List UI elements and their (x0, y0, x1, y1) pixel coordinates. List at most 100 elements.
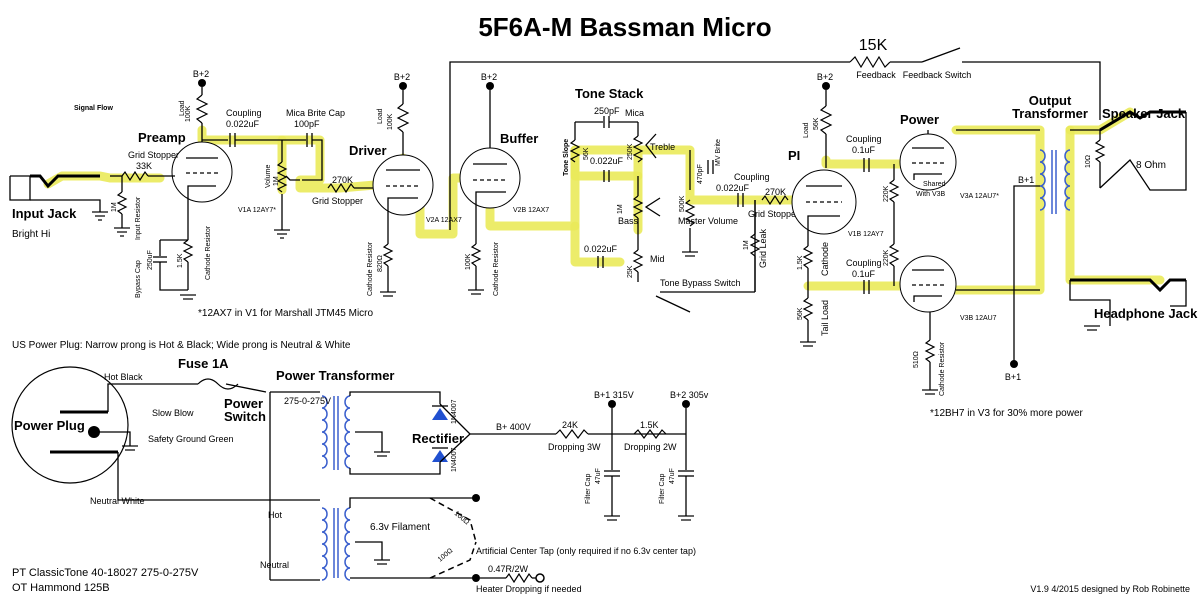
speaker-ohm-label: 8 Ohm (1136, 160, 1166, 171)
speaker-load-value: 10Ω (1085, 155, 1092, 168)
dropping-2-value: 1.5K (640, 420, 659, 430)
preamp-load-label: Load (179, 100, 186, 116)
treble-pot-value: 250K (627, 143, 634, 160)
shared-label-2: With V3B (916, 191, 946, 198)
bass-pot-value: 1M (617, 204, 624, 214)
input-jack-label: Input Jack (12, 206, 77, 221)
center-tap-note: Artificial Center Tap (only required if … (476, 546, 696, 556)
preamp-tube (171, 141, 233, 203)
power-grid-bot-resistor (888, 243, 900, 267)
power-coupling-top-label: Coupling (846, 134, 882, 144)
mv-brite-value: 470pF (697, 164, 704, 184)
heater-dropping-note: Heater Dropping if needed (476, 584, 582, 594)
grid-leak-label: Grid Leak (758, 228, 768, 268)
dropping-resistor-2 (633, 429, 667, 439)
pi-bplus-label: B+2 (817, 72, 833, 82)
diode-bottom-label: 1N4007 (451, 447, 458, 472)
mica-brite-label: Mica Brite Cap (286, 108, 345, 118)
feedback-switch (921, 47, 961, 63)
bplus1-bottom-label: B+1 (1005, 372, 1021, 382)
filament-secondary-coil (344, 507, 351, 581)
preamp-load-value: 100K (185, 105, 192, 122)
driver-grid-stopper (327, 182, 355, 194)
preamp-cathode-resistor (182, 239, 194, 263)
mica-brite-value: 100pF (294, 119, 320, 129)
treble-label: Treble (650, 142, 675, 152)
pi-load-resistor (819, 105, 833, 135)
phase-inverter: B+2 Load 56K PI V1B 12AY7 1M Grid Leak 1… (743, 72, 884, 347)
power-plug-note: US Power Plug: Narrow prong is Hot & Bla… (12, 340, 351, 351)
feedback-resistor-value: 15K (859, 37, 888, 54)
pi-grid-stopper-label: Grid Stopper (748, 209, 799, 219)
pi-cathode-resistor (802, 245, 814, 269)
tone-stack-label: Tone Stack (575, 86, 644, 101)
ct-resistor-bottom-value: 100Ω (437, 547, 454, 563)
power-plug-body (11, 366, 129, 484)
driver-cathode-resistor (382, 243, 394, 267)
tone-bypass-switch (655, 295, 691, 313)
driver-tube (372, 154, 434, 216)
schematic-title: 5F6A-M Bassman Micro (478, 12, 771, 42)
treble-cap-mica: Mica (625, 108, 644, 118)
tail-load-resistor (802, 297, 814, 321)
diode-top (432, 408, 448, 420)
power-supply: Power Plug Hot Black Fuse 1A Slow Blow P… (11, 356, 709, 594)
buffer-cathode-value: 100K (465, 253, 472, 270)
power-transformer-label: Power Transformer (276, 368, 395, 383)
power-cathode-label: Cathode Resistor (939, 341, 946, 396)
master-volume-label: Master Volume (678, 216, 738, 226)
buffer-tube-label: V2B 12AX7 (513, 207, 549, 214)
power-tube-bottom-label: V3B 12AU7 (960, 315, 997, 322)
ot-primary-coil (1039, 149, 1046, 211)
bplus2-supply-label: B+2 305v (670, 390, 709, 400)
pi-tube-label: V1B 12AY7 (848, 231, 884, 238)
feedback-label: Feedback (856, 70, 896, 80)
pt-secondary-coil (344, 395, 351, 469)
pi-coupling-label: Coupling (734, 172, 770, 182)
buffer-label: Buffer (500, 131, 538, 146)
speaker-load-resistor (1094, 139, 1106, 163)
power-tube-bottom (899, 255, 957, 313)
preamp-cathode-value: 1.5K (177, 253, 184, 268)
output-transformer-label-1: Output (1029, 93, 1072, 108)
pi-load-label: Load (803, 122, 810, 138)
input-resistor-label: Input Resistor (135, 196, 142, 240)
diode-top-label: 1N4007 (451, 399, 458, 424)
bplus-main-label: B+ 400V (496, 422, 531, 432)
buffer-bplus-label: B+2 (481, 72, 497, 82)
slow-blow-label: Slow Blow (152, 408, 194, 418)
ot-secondary-coil (1064, 149, 1071, 211)
preamp-load-resistor (195, 94, 209, 124)
preamp-label: Preamp (138, 130, 186, 145)
filter-cap-2-label: Filter Cap (659, 474, 666, 504)
driver-cathode-label: Cathode Resistor (367, 241, 374, 296)
master-volume-pot (684, 199, 696, 227)
driver-cathode-value: 820Ω (377, 255, 384, 272)
preamp-stage: B+2 Load 100K V1A 12AY7* Preamp Grid Sto… (110, 69, 345, 300)
dropping-1-value: 24K (562, 420, 578, 430)
driver-load-value: 100K (387, 113, 394, 130)
safety-ground-label: Safety Ground Green (148, 434, 234, 444)
output-section: Output Transformer 10Ω Speaker Jack 8 Oh… (1012, 93, 1198, 331)
signal-flow-label: Signal Flow (74, 105, 113, 112)
ct-resistor-top-value: 100Ω (453, 510, 470, 526)
preamp-grid-stopper-value: 33K (136, 161, 152, 171)
tone-bypass-switch-label: Tone Bypass Switch (660, 278, 741, 288)
preamp-cathode-label: Cathode Resistor (205, 225, 212, 280)
volume-value: 1M (273, 176, 280, 186)
filter-cap-1-value: 47uF (595, 468, 602, 484)
preamp-grid-stopper-label: Grid Stopper (128, 150, 179, 160)
filament-hot-label: Hot (268, 510, 283, 520)
neutral-white-label: Neutral White (90, 496, 145, 506)
volume-label: Volume (265, 165, 272, 188)
bypass-cap-label: Bypass Cap (135, 260, 142, 298)
fuse-label: Fuse 1A (178, 356, 229, 371)
power-switch-label-2: Switch (224, 409, 266, 424)
mv-brite-label: MV Brite (715, 139, 722, 166)
pi-grid-stopper (761, 194, 789, 206)
pi-label: PI (788, 148, 800, 163)
rectifier-label: Rectifier (412, 431, 464, 446)
bplus1-supply-label: B+1 315V (594, 390, 634, 400)
filament-primary-coil (321, 507, 328, 581)
